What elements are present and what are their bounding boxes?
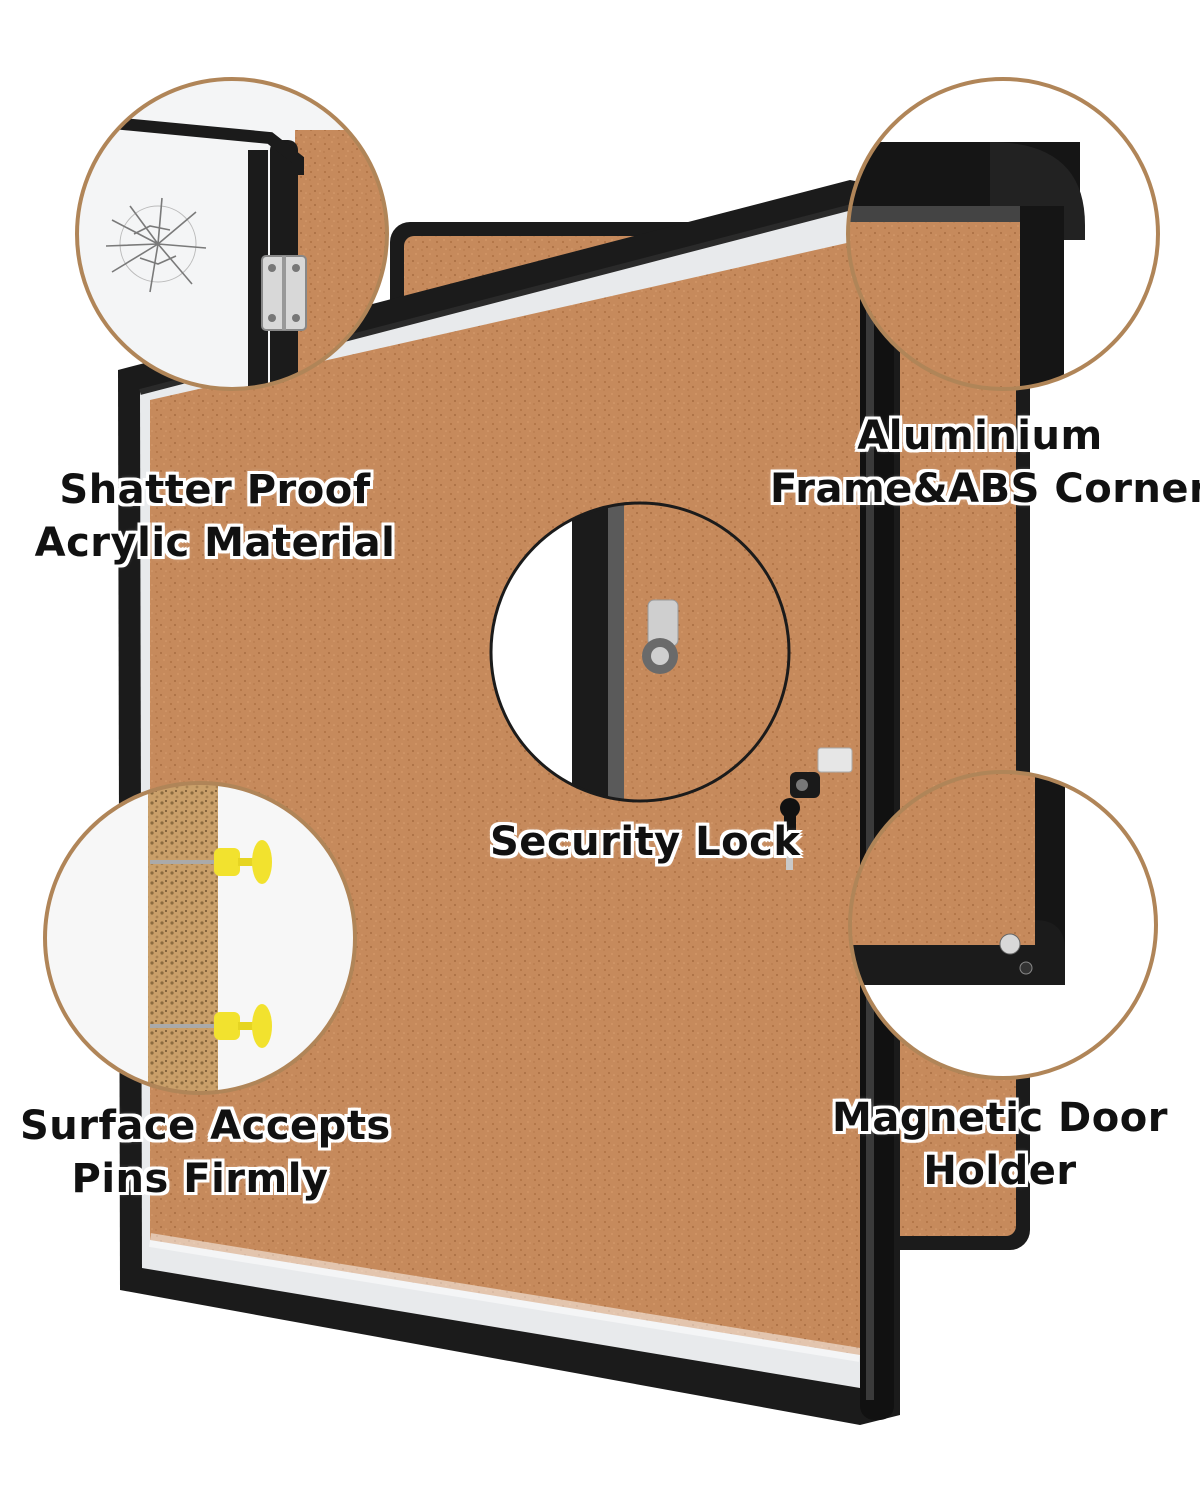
crack-icon	[105, 197, 207, 293]
callout-line: Shatter Proof	[59, 467, 371, 513]
callout-line: Frame&ABS Corners	[770, 465, 1200, 512]
detail-circle-acrylic	[75, 77, 389, 391]
key-icon	[780, 798, 800, 870]
hinge-icon	[261, 255, 307, 331]
callout-line: Aluminium	[857, 413, 1103, 459]
callout-surface-pins: Surface Accepts Pins Firmly	[20, 1100, 391, 1206]
callout-line: Surface Accepts	[20, 1103, 391, 1149]
callout-line: Holder	[923, 1147, 1077, 1194]
push-pin-icon	[150, 1004, 272, 1048]
detail-circle-lock	[489, 501, 791, 803]
glass-door	[118, 180, 900, 1425]
push-pin-icon	[150, 840, 272, 884]
callout-aluminium: Aluminium Frame&ABS Corners	[770, 410, 1200, 516]
detail-circle-magnet	[848, 770, 1158, 1080]
callout-security-lock: Security Lock	[490, 816, 801, 869]
detail-circle-frame	[846, 77, 1160, 391]
detail-circle-pins	[43, 781, 357, 1095]
callout-line: Acrylic Material	[34, 519, 396, 566]
callout-magnetic-door: Magnetic Door Holder	[830, 1092, 1170, 1198]
magnet-icon	[999, 933, 1033, 975]
callout-line: Security Lock	[490, 819, 801, 865]
callout-line: Pins Firmly	[71, 1155, 329, 1202]
lock-icon	[790, 747, 853, 798]
callout-shatter-proof: Shatter Proof Acrylic Material	[30, 464, 400, 570]
callout-line: Magnetic Door	[832, 1095, 1168, 1141]
